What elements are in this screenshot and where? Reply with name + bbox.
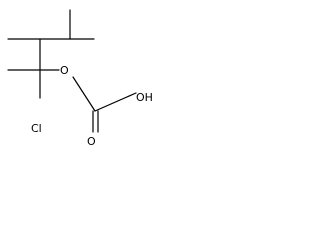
bond-oxygen-to-carbonyl-carbon [72,76,96,112]
chlorine-label: Cl [31,122,42,135]
hydroxyl-label: OH [136,91,153,104]
oxygen-ester-label: O [60,64,69,77]
bond-carbonyl-to-hydroxyl [94,92,137,112]
oxygen-carbonyl-label: O [87,135,96,148]
chemical-structure-diagram: O Cl O OH [7,9,153,148]
